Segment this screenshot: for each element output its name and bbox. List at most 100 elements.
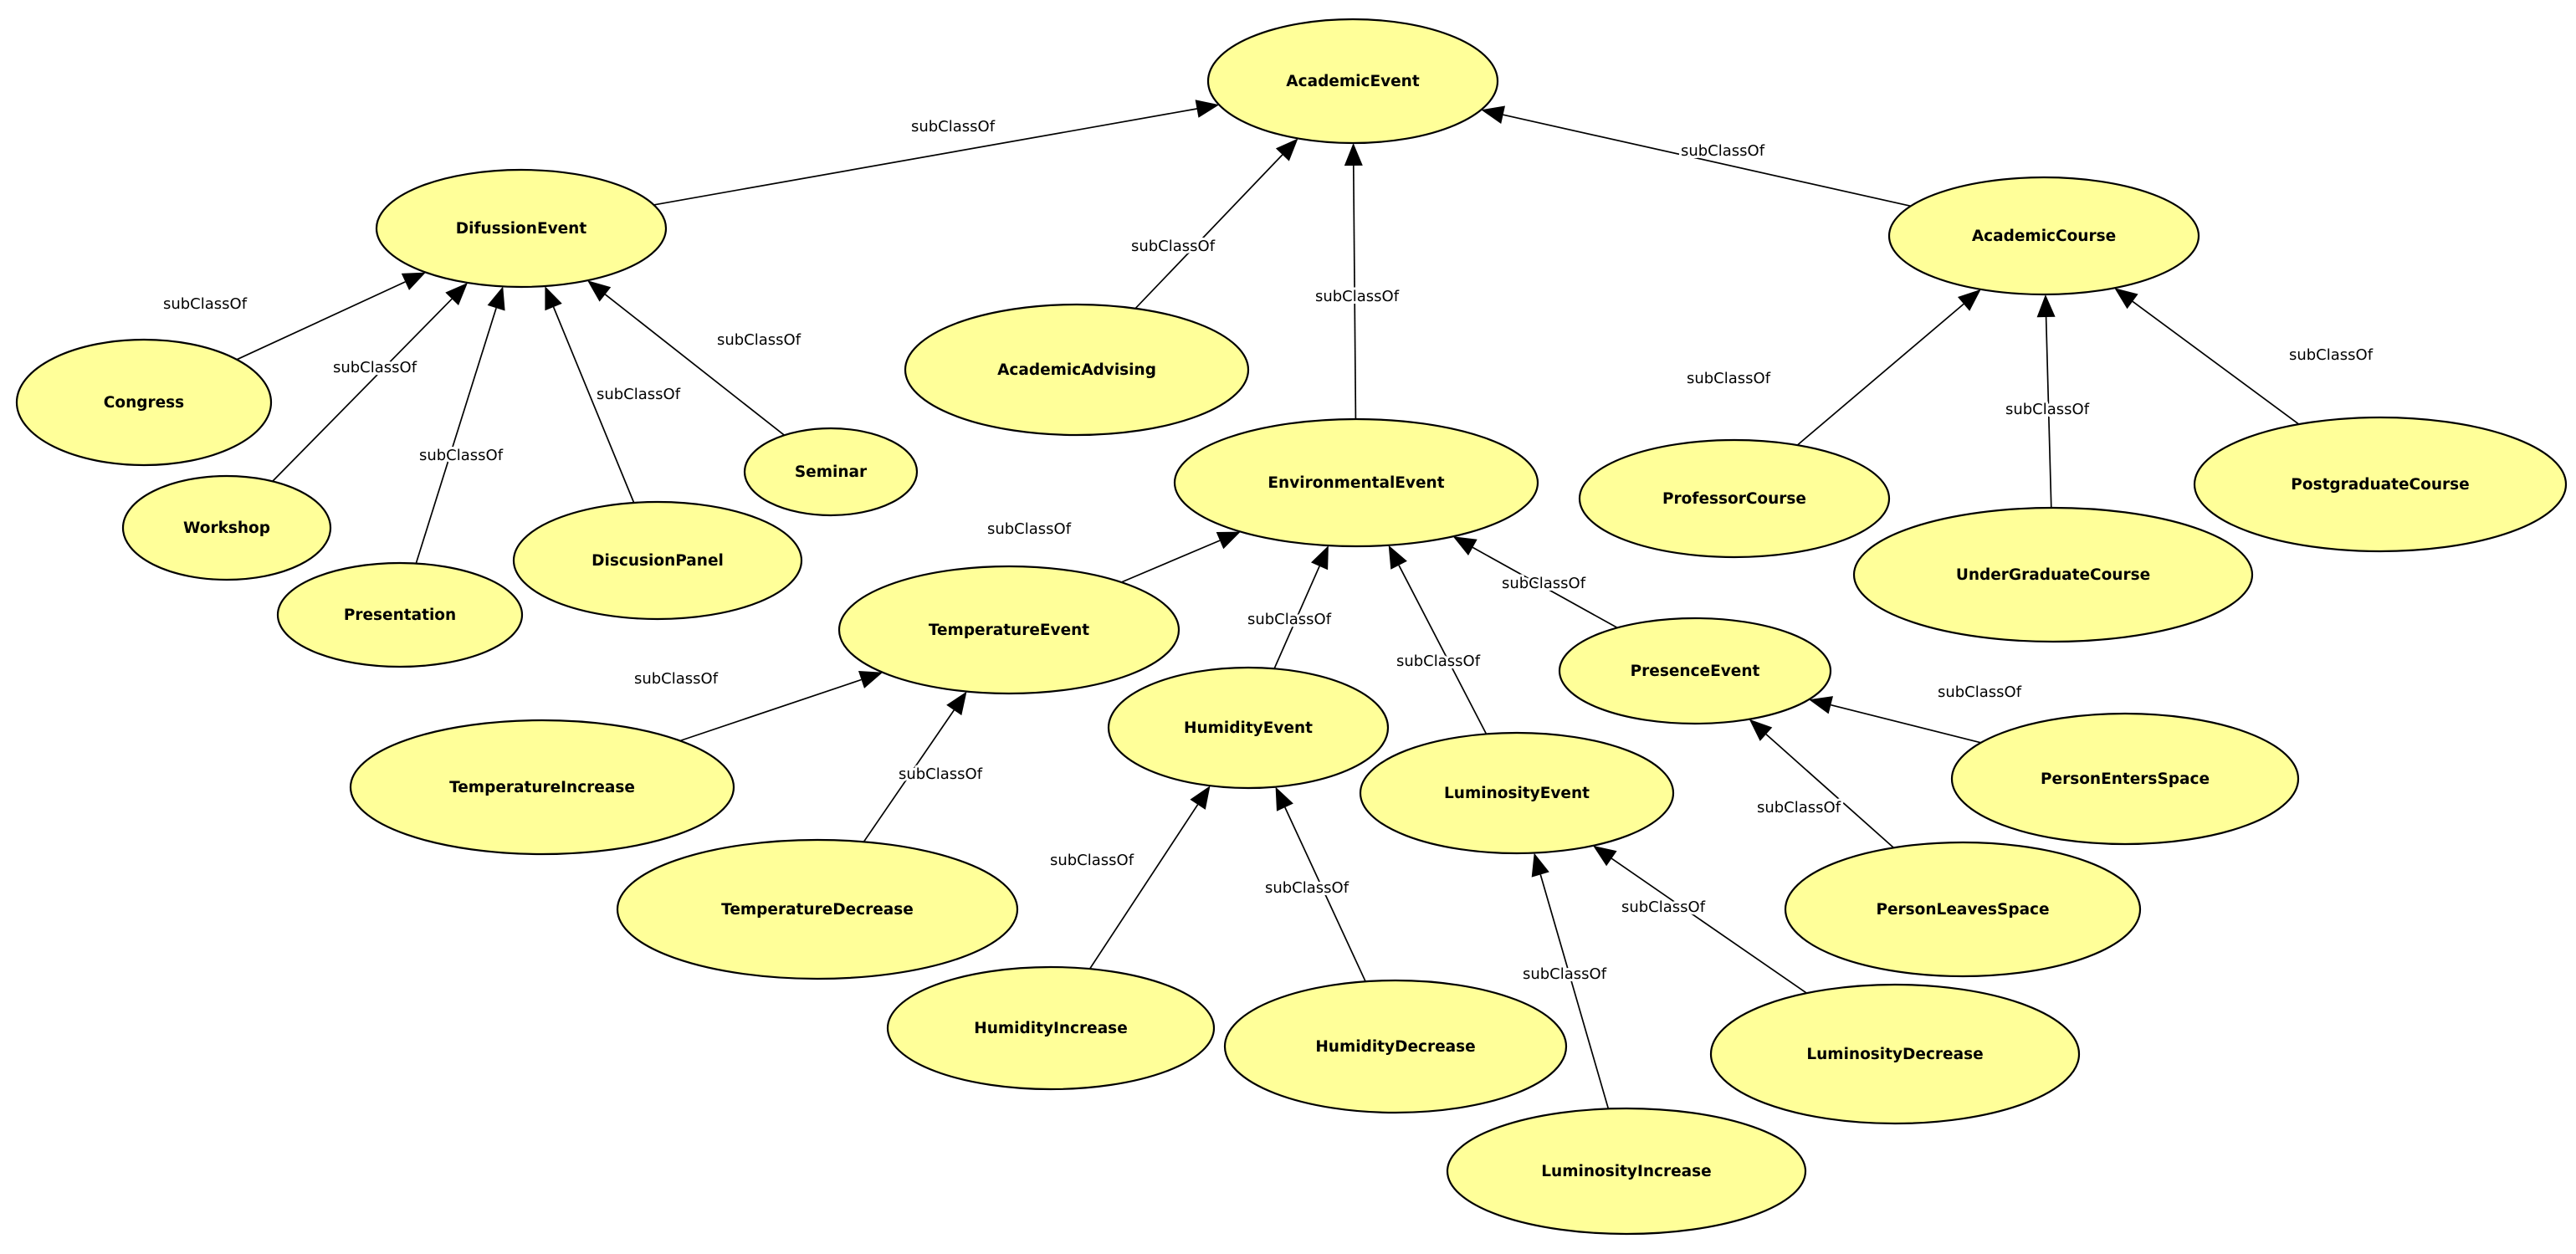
edge-label: subClassOf [899,765,983,783]
edge-line [1284,806,1366,982]
edge-label: subClassOf [634,670,719,688]
edge-line [415,307,497,564]
node-ellipse [837,565,1180,695]
edge-presence-event-to-environmental-event [1452,536,1618,629]
edge-temperature-decrease-to-temperature-event [863,691,967,842]
arrowhead-icon [1195,100,1220,118]
edge-label: subClassOf [717,331,801,349]
node-label: HumidityEvent [1184,719,1313,737]
arrowhead-icon [1749,719,1773,741]
arrowhead-icon [946,691,967,716]
node-congress[interactable]: Congress [15,338,273,467]
edge-seminar-to-difussion-event [587,280,785,436]
node-label: HumidityIncrease [974,1020,1128,1037]
edge-line [2045,316,2052,509]
node-luminosity-event[interactable]: LuminosityEvent [1359,731,1675,855]
node-humidity-decrease[interactable]: HumidityDecrease [1223,979,1568,1114]
edge-line [1398,565,1488,734]
edge-temperature-event-to-environmental-event [1120,531,1241,583]
node-label: AcademicAdvising [997,361,1156,379]
edge-label: subClassOf [987,520,1072,538]
node-temperature-decrease[interactable]: TemperatureDecrease [616,838,1019,980]
node-presence-event[interactable]: PresenceEvent [1558,617,1832,725]
edge-label: subClassOf [1502,575,1586,592]
node-temperature-event[interactable]: TemperatureEvent [837,565,1180,695]
edge-presentation-to-difussion-event [415,286,505,564]
node-person-leaves-space[interactable]: PersonLeavesSpace [1784,841,2142,978]
node-ellipse [1852,506,2254,643]
edge-difussion-event-to-academic-event [653,100,1220,206]
node-label: AcademicCourse [1972,228,2116,245]
edge-label: subClassOf [1050,852,1134,869]
edge-humidity-decrease-to-humidity-event [1275,786,1366,982]
node-ellipse [1206,18,1499,145]
arrowhead-icon [1344,143,1363,166]
node-luminosity-increase[interactable]: LuminosityIncrease [1446,1107,1807,1236]
node-academic-course[interactable]: AcademicCourse [1887,176,2200,296]
node-postgraduate-course[interactable]: PostgraduateCourse [2193,416,2568,553]
edge-line [653,108,1197,206]
edge-person-leaves-space-to-presence-event [1749,719,1894,848]
node-professor-course[interactable]: ProfessorCourse [1578,438,1891,559]
edge-academic-advising-to-academic-event [1134,138,1298,310]
node-humidity-increase[interactable]: HumidityIncrease [886,965,1216,1091]
node-label: Presentation [344,607,456,624]
node-label: ProfessorCourse [1662,490,1806,508]
arrowhead-icon [858,671,883,688]
node-ellipse [886,965,1216,1091]
edge-humidity-increase-to-humidity-event [1088,786,1211,970]
node-workshop[interactable]: Workshop [121,474,332,581]
node-label: Workshop [183,520,270,537]
edge-label: subClassOf [2005,401,2090,418]
node-label: TemperatureDecrease [721,901,914,919]
node-discusion-panel[interactable]: DiscusionPanel [512,500,803,621]
node-presentation[interactable]: Presentation [276,561,524,668]
node-academic-advising[interactable]: AcademicAdvising [904,303,1250,437]
node-ellipse [512,500,803,621]
edges-layer [236,100,2300,1109]
arrowhead-icon [1216,531,1241,550]
node-label: DiscusionPanel [592,552,724,570]
arrowhead-icon [1958,289,1981,311]
node-ellipse [1107,666,1390,790]
node-ellipse [1887,176,2200,296]
node-ellipse [1359,731,1675,855]
node-luminosity-decrease[interactable]: LuminosityDecrease [1709,983,2081,1125]
node-label: PostgraduateCourse [2291,476,2469,494]
edge-line [1611,857,1807,994]
node-ellipse [1223,979,1568,1114]
node-environmental-event[interactable]: EnvironmentalEvent [1173,417,1539,548]
arrowhead-icon [545,286,562,311]
edge-label: subClassOf [1265,879,1349,897]
node-temperature-increase[interactable]: TemperatureIncrease [349,719,735,856]
edge-label: subClassOf [911,118,996,136]
edge-line [236,281,406,361]
edge-label: subClassOf [419,447,504,464]
edge-label: subClassOf [1621,898,1706,916]
edge-label: subClassOf [1396,653,1481,670]
node-ellipse [1950,712,2300,846]
edge-workshop-to-difussion-event [272,283,468,482]
node-academic-event[interactable]: AcademicEvent [1206,18,1499,145]
edge-congress-to-difussion-event [236,272,426,361]
node-humidity-event[interactable]: HumidityEvent [1107,666,1390,790]
edge-person-enters-space-to-presence-event [1809,696,1981,744]
node-difussion-event[interactable]: DifussionEvent [375,168,668,289]
node-person-enters-space[interactable]: PersonEntersSpace [1950,712,2300,846]
node-label: TemperatureEvent [929,622,1089,639]
node-under-graduate-course[interactable]: UnderGraduateCourse [1852,506,2254,643]
edge-line [2132,300,2300,425]
edge-luminosity-increase-to-luminosity-event [1531,852,1610,1109]
edge-luminosity-event-to-environmental-event [1388,545,1488,734]
edge-line [272,298,453,482]
edge-luminosity-decrease-to-luminosity-event [1593,845,1807,994]
edge-temperature-increase-to-temperature-event [679,671,883,742]
edge-line [1120,540,1221,583]
edge-label: subClassOf [1757,799,1841,816]
node-seminar[interactable]: Seminar [743,427,919,517]
arrowhead-icon [1311,545,1329,571]
node-ellipse [1578,438,1891,559]
arrowhead-icon [1481,105,1505,124]
edge-discusion-panel-to-difussion-event [545,286,635,504]
